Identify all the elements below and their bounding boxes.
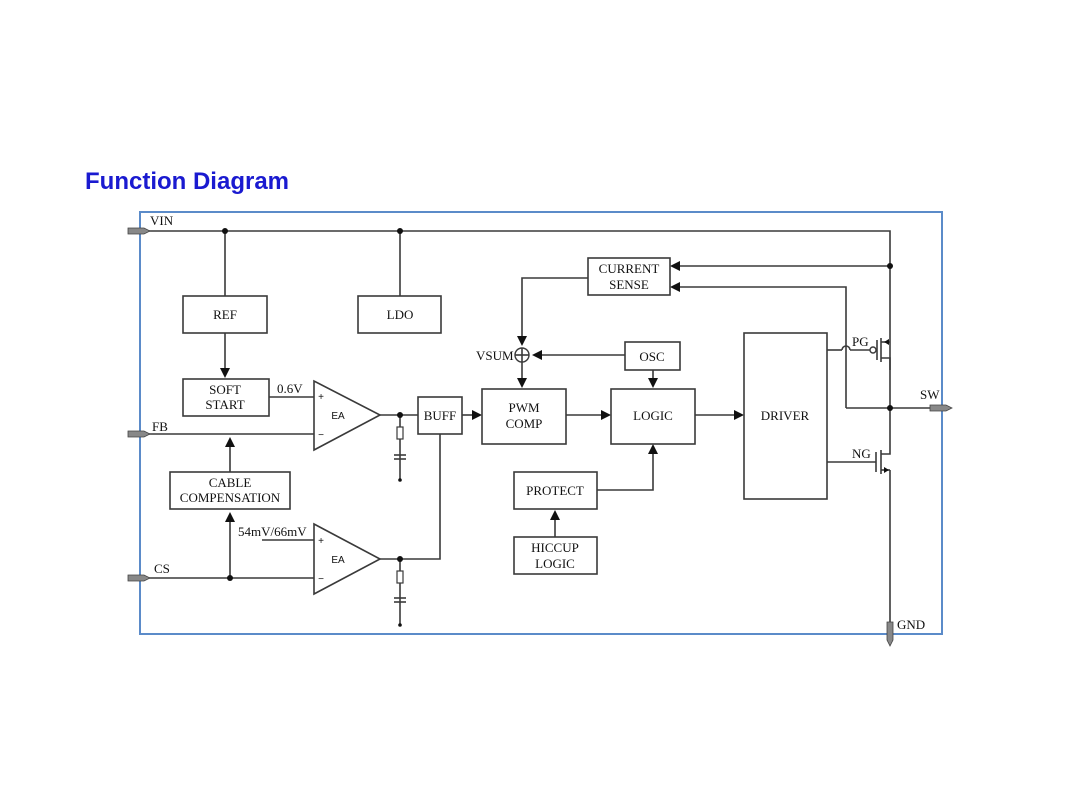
block-current-sense: CURRENT SENSE (587, 257, 671, 296)
pg-label: PG (852, 334, 869, 349)
pin-sw: SW (920, 387, 953, 412)
svg-text:−: − (318, 574, 324, 585)
svg-text:DRIVER: DRIVER (761, 408, 810, 423)
rc-network-1 (394, 426, 406, 482)
block-soft-start: SOFT START (182, 378, 270, 417)
svg-text:CURRENT: CURRENT (599, 261, 660, 276)
svg-text:+: + (318, 392, 324, 403)
block-buff: BUFF (417, 396, 463, 435)
ref-voltage-label: 0.6V (277, 381, 303, 396)
svg-text:LOGIC: LOGIC (633, 408, 673, 423)
vin-rail (148, 230, 891, 340)
svg-text:EA: EA (331, 555, 345, 566)
wires (148, 230, 935, 625)
block-ref: REF (182, 295, 268, 334)
svg-text:CABLE: CABLE (209, 475, 252, 490)
block-ldo: LDO (357, 295, 442, 334)
svg-text:REF: REF (213, 307, 237, 322)
block-driver: DRIVER (743, 332, 828, 500)
pin-vin: VIN (127, 213, 174, 235)
pin-cs: CS (127, 561, 170, 582)
block-pwm-comp: PWM COMP (481, 388, 567, 445)
junctions (222, 228, 893, 581)
error-amplifier-2: EA + − (313, 522, 382, 596)
svg-text:COMP: COMP (506, 416, 543, 431)
svg-text:START: START (205, 397, 244, 412)
svg-text:PROTECT: PROTECT (526, 483, 584, 498)
svg-text:FB: FB (152, 419, 168, 434)
block-osc: OSC (624, 341, 681, 371)
svg-text:EA: EA (331, 411, 345, 422)
svg-text:COMPENSATION: COMPENSATION (180, 490, 281, 505)
svg-text:LDO: LDO (387, 307, 414, 322)
svg-text:VIN: VIN (150, 213, 174, 228)
svg-text:SOFT: SOFT (209, 382, 241, 397)
nmos-transistor (875, 450, 891, 474)
svg-text:−: − (318, 430, 324, 441)
svg-text:GND: GND (897, 617, 925, 632)
svg-text:LOGIC: LOGIC (535, 556, 575, 571)
svg-text:PWM: PWM (508, 400, 540, 415)
ng-label: NG (852, 446, 871, 461)
rc-network-2 (394, 570, 406, 627)
svg-text:SW: SW (920, 387, 940, 402)
block-hiccup-logic: HICCUP LOGIC (513, 536, 598, 575)
vsum-label: VSUM (476, 348, 514, 363)
chip-boundary (139, 211, 943, 635)
svg-text:+: + (318, 536, 324, 547)
block-protect: PROTECT (513, 471, 598, 510)
svg-text:BUFF: BUFF (424, 408, 457, 423)
block-cable-compensation: CABLE COMPENSATION (169, 471, 291, 510)
pin-gnd: GND (886, 617, 925, 647)
pmos-transistor (869, 338, 891, 370)
vsum-summing-node (514, 347, 530, 363)
svg-text:HICCUP: HICCUP (531, 540, 579, 555)
cs-threshold-label: 54mV/66mV (238, 524, 307, 539)
diagram-title: Function Diagram (85, 168, 290, 195)
block-logic: LOGIC (610, 388, 696, 445)
svg-text:SENSE: SENSE (609, 277, 649, 292)
error-amplifier-1: EA + − (313, 379, 382, 452)
svg-text:OSC: OSC (639, 349, 664, 364)
svg-text:CS: CS (154, 561, 170, 576)
pin-fb: FB (127, 419, 168, 438)
arrows (220, 261, 744, 522)
